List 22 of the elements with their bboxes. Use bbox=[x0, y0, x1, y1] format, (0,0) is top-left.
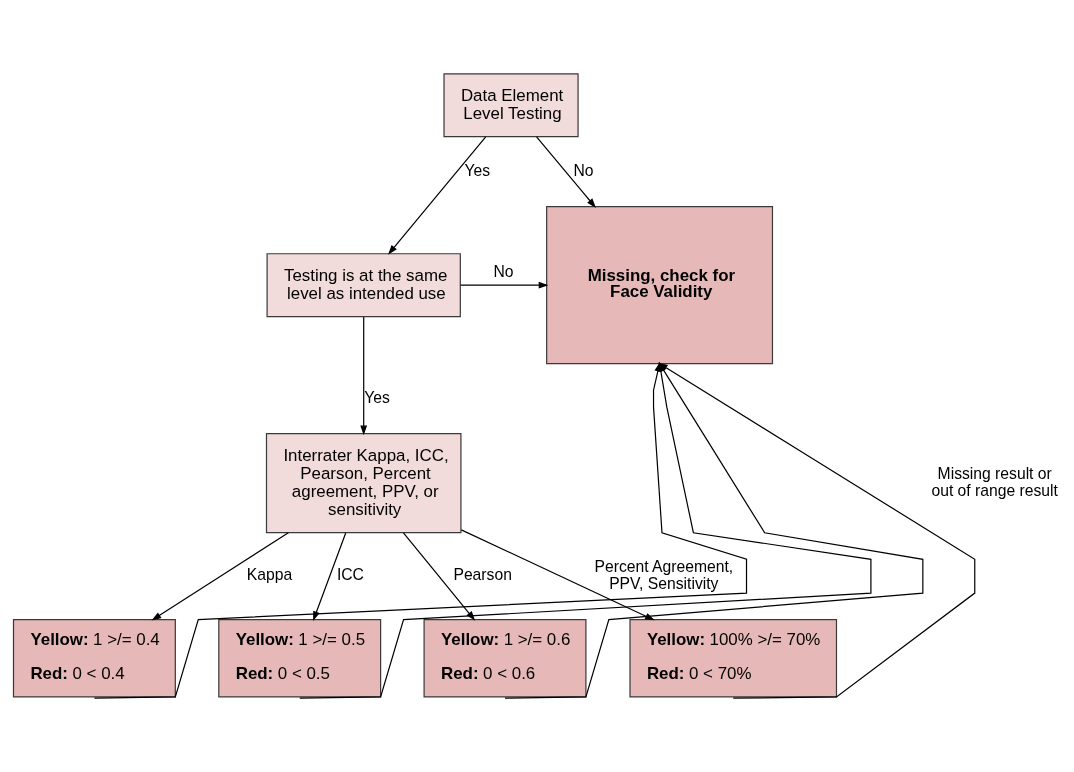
edge-label: Kappa bbox=[246, 566, 293, 584]
arrow bbox=[360, 316, 368, 436]
node-box: Yellow: 100% >/= 70% Red: 0 < 70% bbox=[629, 619, 838, 698]
arrow bbox=[459, 281, 549, 289]
node-box: Yellow: 1 >/= 0.4 Red: 0 < 0.4 bbox=[12, 619, 176, 698]
arrow bbox=[151, 532, 289, 621]
node-box: Data Element Level Testing bbox=[443, 73, 579, 138]
edge-label: Yes bbox=[364, 388, 390, 406]
arrow bbox=[388, 136, 487, 255]
edge-label: ICC bbox=[336, 566, 364, 584]
node-box: Testing is at the same level as intended use bbox=[266, 253, 461, 318]
edge-label: Percent Agreement, PPV, Sensitivity bbox=[594, 557, 734, 592]
node-box: Yellow: 1 >/= 0.5 Red: 0 < 0.5 bbox=[218, 619, 382, 698]
edge-label: Missing result or out of range result bbox=[931, 464, 1058, 499]
edge-label: No bbox=[493, 263, 514, 281]
edge-label: No bbox=[573, 161, 594, 179]
node-box: Missing, check for Face Validity bbox=[546, 206, 774, 365]
node-box: Yellow: 1 >/= 0.6 Red: 0 < 0.6 bbox=[423, 619, 587, 698]
edge-label: Yes bbox=[464, 161, 491, 179]
node-box: Interrater Kappa, ICC, Pearson, Percent agreement, PPV, or sensitivity bbox=[265, 433, 462, 534]
arrow bbox=[535, 136, 596, 208]
edge-label: Pearson bbox=[453, 566, 512, 584]
